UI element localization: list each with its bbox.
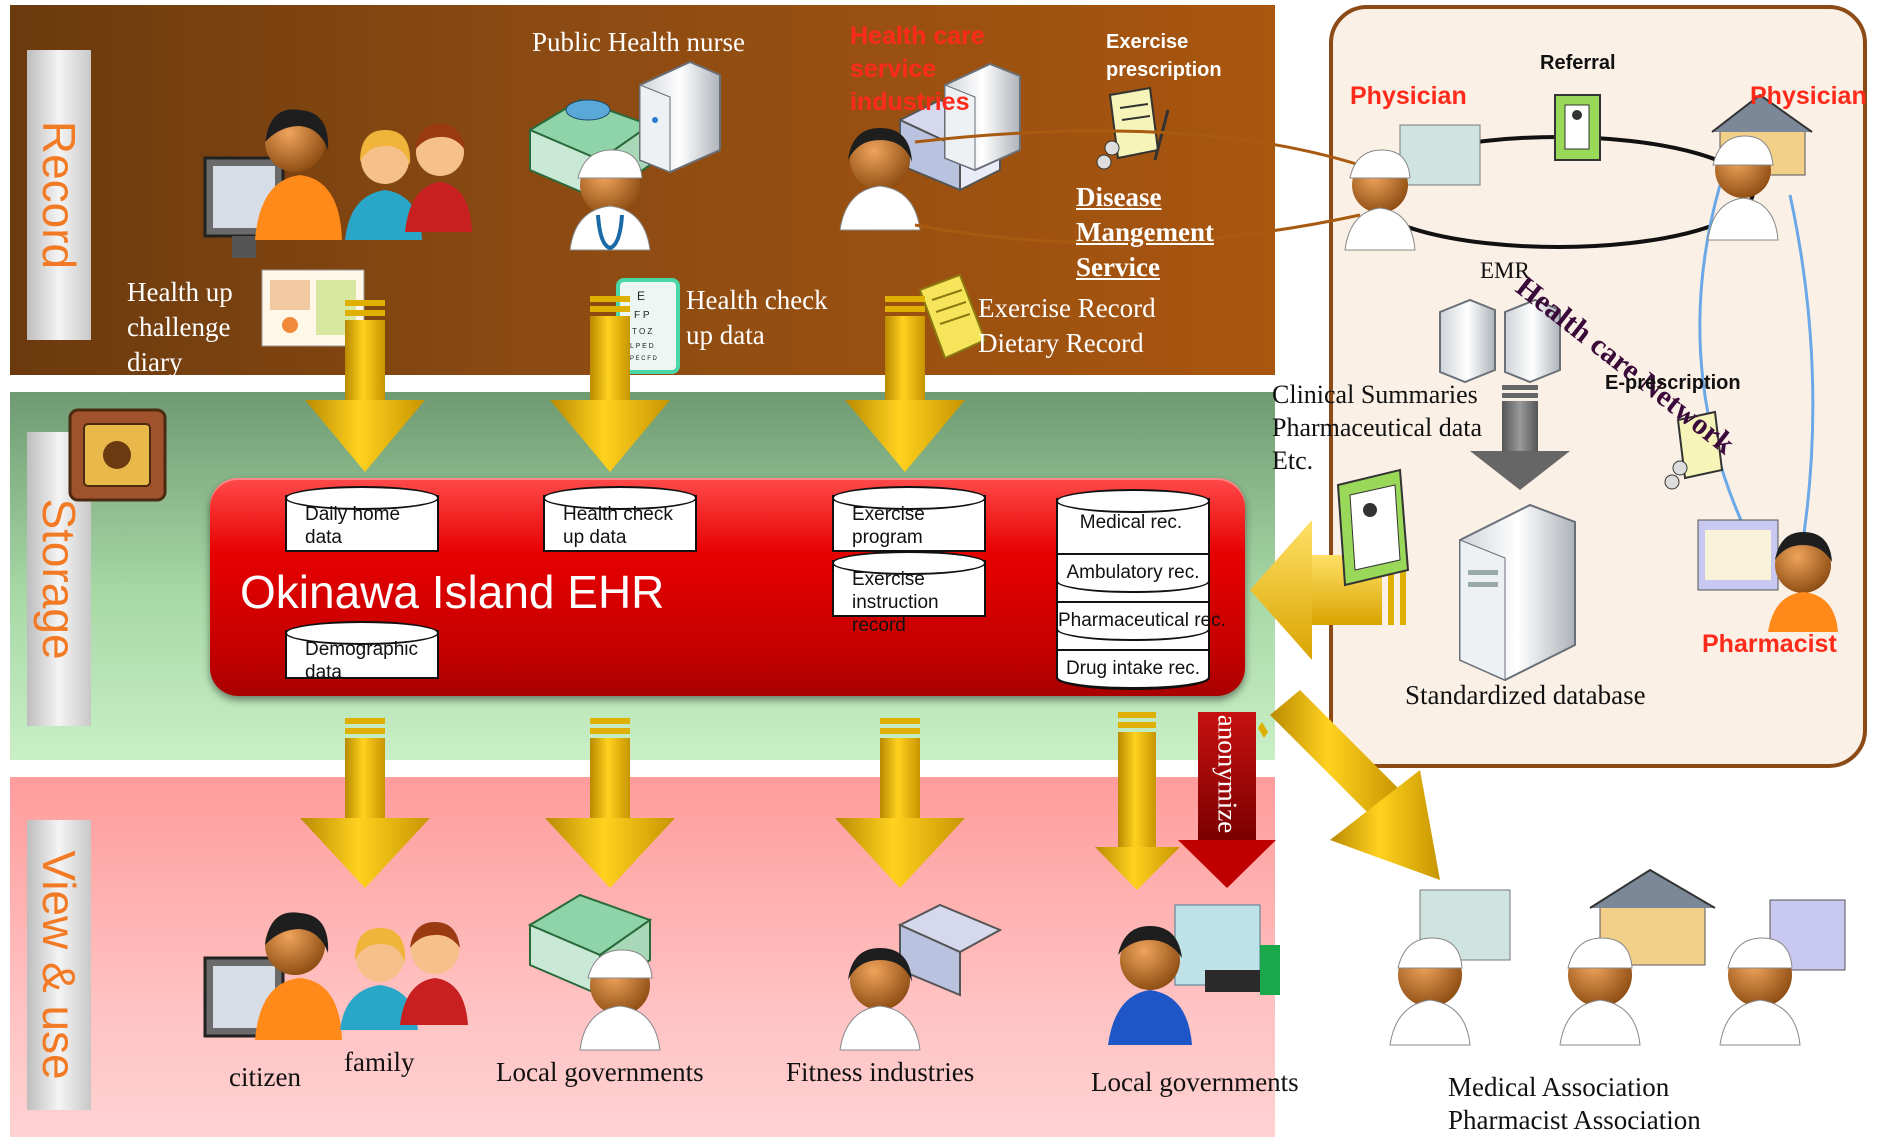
fitness-view-icon [839,903,1003,1051]
citizen-computer-icon [203,109,342,258]
referral-icon [1554,94,1601,161]
associations-icon [1389,868,1846,1046]
server-icon [639,60,721,174]
family-icon [345,124,472,240]
gray-arrow [1470,385,1570,490]
citizen-label: citizen [229,1062,301,1092]
family-label: family [344,1047,415,1077]
arrow-ehr-to-local-gov-2 [1095,712,1180,890]
nurse-icon [569,149,651,251]
arrow-ehr-to-fitness [835,718,965,888]
svg-text:F P: F P [634,310,650,321]
clinical-summaries-label: Clinical Summaries Pharmaceutical data E… [1272,380,1483,475]
emr-label: EMR [1480,258,1530,283]
svg-text:L P E D: L P E D [630,343,654,350]
ehr-title: Okinawa Island EHR [240,566,665,618]
physician-right-label: Physician [1750,82,1867,110]
pharmacist-icon [1697,519,1838,632]
local-governments-label-1: Local governments [496,1057,704,1087]
svg-text:E: E [637,289,645,303]
e-prescription-label: E-prescription [1605,372,1741,394]
prescription-icon [1096,86,1170,170]
arrow-record-to-ehr-2 [550,296,670,472]
eye-chart-icon: E F P T O Z L P E D P E C F D [616,278,680,374]
e-prescription-link-2 [1788,194,1815,561]
local-gov-view-icon-2 [1108,904,1280,1045]
fitness-industries-label: Fitness industries [786,1057,975,1087]
diary-image [261,269,365,347]
clinical-summary-icon [1336,468,1410,587]
physician-left-label: Physician [1350,82,1467,110]
disease-management-label: Disease Mangement Service [1076,182,1214,282]
db-health-check: Health check up data [543,486,697,552]
record-tab: Record [27,50,91,340]
arrow-ehr-to-local-gov-1 [545,718,675,888]
public-health-nurse-label: Public Health nurse [532,27,745,57]
arrow-ehr-to-citizen [300,718,430,888]
arrow-record-to-ehr-1 [305,300,425,472]
arrow-ehr-to-associations [1258,690,1440,880]
physician-icon-left [1344,124,1481,251]
record-medical: Medical rec. [1079,512,1183,533]
svg-text:T O Z: T O Z [632,327,652,336]
arrow-record-to-ehr-3 [845,296,965,472]
disease-management-link [914,129,1376,172]
server-icon-2 [944,62,1021,172]
referral-label: Referral [1540,52,1616,74]
health-up-diary-label: Health up challenge diary [127,277,233,377]
local-governments-label-2: Local governments [1091,1067,1299,1097]
notes-icon [918,273,987,360]
svg-text:P E C F D: P E C F D [630,356,658,362]
exercise-prescription-label: Exercise prescription [1106,31,1222,81]
disease-management-link-2 [914,213,1361,245]
anonymize-label: anonymize [1212,714,1243,834]
health-checkup-data-label: Health check up data [686,285,828,350]
db-daily-home: Daily home data [285,486,439,552]
db-exercise-instruction: Exercise instruction record [832,551,986,636]
e-prescription-icon [1664,410,1724,490]
trainer-icon [839,128,921,231]
db-exercise-program: Exercise program [832,486,986,552]
safe-icon [68,408,167,502]
associations-label: Medical Association Pharmacist Associati… [1448,1072,1701,1135]
record-ambulatory: Ambulatory rec. [1056,553,1210,593]
local-gov-view-icon-1 [527,893,661,1051]
standardized-db-icon [1459,503,1576,682]
record-pharmaceutical: Pharmaceutical rec. [1056,601,1226,641]
db-demographic: Demographic data [285,621,439,683]
standardized-db-label: Standardized database [1405,680,1646,710]
exercise-dietary-label: Exercise Record Dietary Record [978,293,1156,358]
anonymize-arrow [1178,712,1276,888]
physician-icon-right [1707,93,1813,241]
pharmacist-label: Pharmacist [1702,630,1837,658]
record-drug-intake: Drug intake rec. [1056,649,1210,689]
emr-servers-icon [1439,298,1561,384]
citizen-view-icon [203,912,342,1040]
health-care-service-label: Health care service industries [850,22,985,116]
family-view-icon [340,922,468,1030]
view-use-tab: View & use [27,820,91,1110]
